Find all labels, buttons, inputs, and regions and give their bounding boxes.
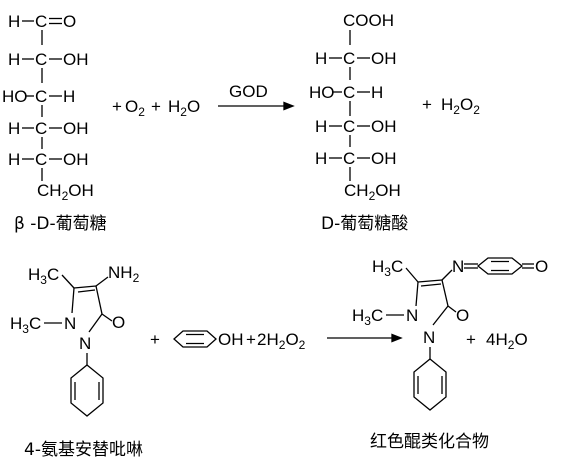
gluconic-row4-left: H (315, 149, 327, 168)
dye-carbonyl-o: O (456, 306, 469, 325)
plus-sign: + (112, 97, 122, 116)
dye-quinone-o: O (535, 257, 548, 276)
oxygen-formula: O2 (125, 97, 145, 119)
svg-text:C: C (343, 117, 355, 136)
aap-carbonyl-o: O (112, 313, 125, 332)
glucose-row3-left: HO (2, 87, 28, 106)
gluconic-top: COOH (343, 11, 394, 30)
glucose-row1-left: H (8, 12, 20, 31)
glucose-row2-left: H (8, 50, 20, 69)
dye-phenyl-ring (413, 358, 447, 411)
dye-quinone-ring (476, 257, 524, 275)
aap-methyl-c: H3C (28, 265, 59, 287)
quinone-dye-name: 红色醌类化合物 (370, 432, 489, 452)
phenol-oh: OH (218, 330, 244, 349)
dye-n1: N (406, 306, 418, 325)
reaction-arrowhead (283, 101, 295, 111)
svg-text:C: C (35, 150, 47, 169)
water-formula: H2O (168, 97, 200, 119)
gluconic-row3-right: OH (371, 117, 397, 136)
glucose-row4-left: H (8, 119, 20, 138)
plus-sign: + (151, 97, 161, 116)
svg-text:C: C (35, 50, 47, 69)
aap-n1: N (64, 314, 76, 333)
dye-imine-n: N (452, 257, 464, 276)
hydrogen-peroxide-formula: H2O2 (441, 95, 480, 117)
gluconic-row1-left: H (315, 49, 327, 68)
glucose-row5-right: OH (63, 150, 89, 169)
plus-sign: + (422, 95, 432, 114)
glucose-row1-c: C (35, 12, 47, 31)
dye-n2: N (423, 328, 435, 347)
glucose-bottom: CH2OH (37, 181, 94, 203)
glucose-row5-left: H (8, 150, 20, 169)
gluconic-row1-right: OH (371, 49, 397, 68)
aap-phenyl-ring (70, 364, 104, 417)
quinone-dye-structure: H3C N O O H3C N N (352, 257, 548, 411)
glucose-structure: H C O H C OH HO C H H C OH H C OH (2, 12, 94, 203)
svg-text:C: C (343, 49, 355, 68)
svg-text:C: C (343, 149, 355, 168)
phenol-ring (173, 330, 217, 348)
gluconic-bottom: CH2OH (344, 181, 401, 203)
gluconic-acid-name: D-葡萄糖酸 (321, 214, 408, 234)
reaction-arrowhead-2 (391, 333, 403, 343)
glucose-row3-right: H (63, 87, 75, 106)
svg-text:C: C (35, 119, 47, 138)
plus-sign: + (150, 330, 160, 349)
glucose-name: β -D-葡萄糖 (14, 214, 107, 234)
glucose-row2-right: OH (63, 50, 89, 69)
aap-n2: N (79, 334, 91, 353)
aminoantipyrine-name: 4-氨基安替吡啉 (24, 440, 143, 460)
phenol-structure: OH (173, 330, 244, 349)
dye-methyl-c: H3C (372, 257, 403, 279)
hydrogen-peroxide-reagent: 2H2O2 (257, 330, 306, 352)
aap-amino-group: NH2 (108, 263, 140, 285)
aap-n-methyl: H3C (10, 314, 41, 336)
gluconic-row3-left: H (315, 117, 327, 136)
water-product: 4H2O (486, 330, 528, 352)
gluconic-row2-right: H (371, 83, 383, 102)
gluconic-row2-left: HO (309, 83, 335, 102)
gluconic-row4-right: OH (371, 149, 397, 168)
glucose-row1-right: O (63, 12, 76, 31)
catalyst-label: GOD (229, 82, 268, 101)
svg-text:C: C (343, 83, 355, 102)
svg-text:C: C (35, 87, 47, 106)
aminoantipyrine-structure: H3C NH2 O H3C N N (10, 263, 140, 417)
dye-n-methyl: H3C (352, 306, 383, 328)
plus-sign: + (246, 330, 256, 349)
plus-sign: + (466, 330, 476, 349)
glucose-row4-right: OH (63, 119, 89, 138)
gluconic-acid-structure: COOH H C OH HO C H H C OH H C OH CH2OH (309, 11, 401, 203)
